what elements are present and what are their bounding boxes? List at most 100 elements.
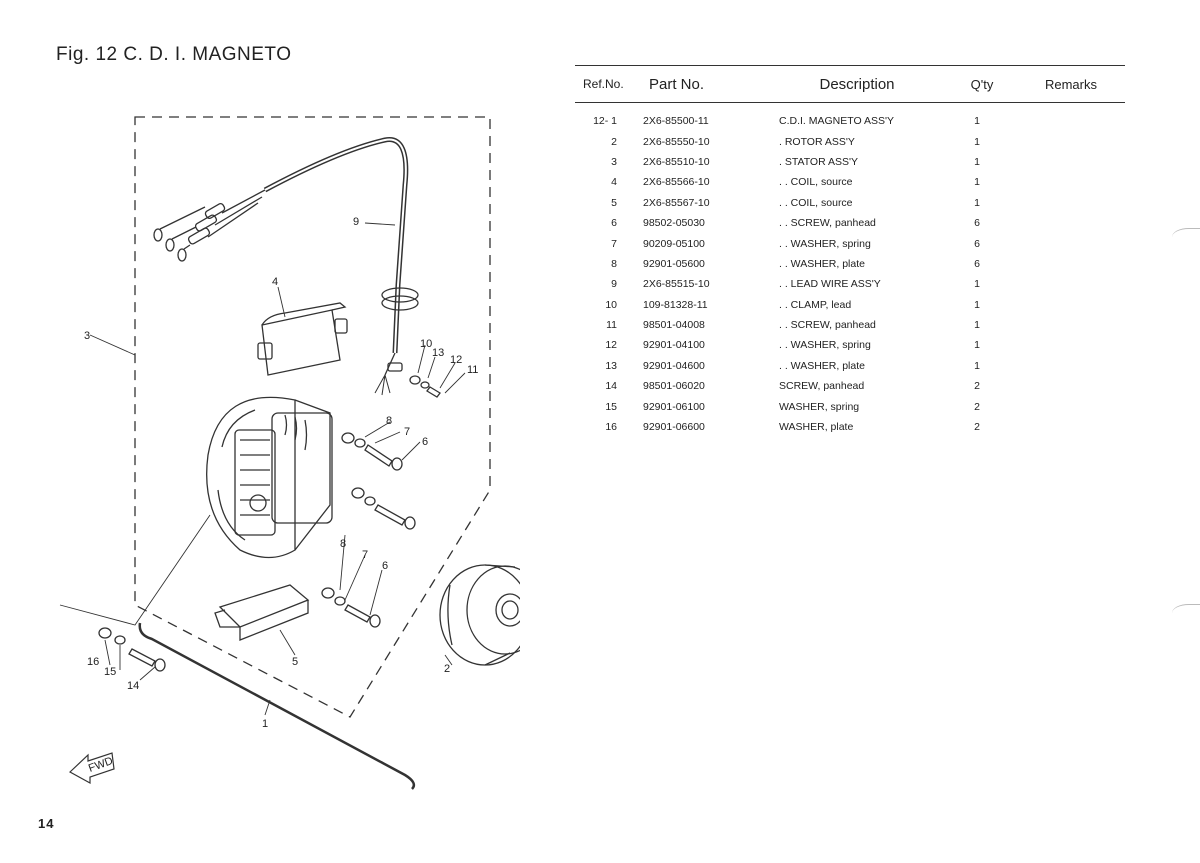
callout: 16 bbox=[87, 656, 99, 668]
callout: 10 bbox=[420, 338, 432, 350]
callout: 2 bbox=[444, 663, 450, 675]
ref-no-cell: 5 bbox=[611, 196, 617, 209]
page-number: 14 bbox=[38, 816, 55, 831]
callout: 13 bbox=[432, 347, 444, 359]
ref-no-cell: 15 bbox=[605, 400, 617, 413]
part-no-cell: 98501-06020 bbox=[643, 380, 705, 393]
callout: 1 bbox=[262, 718, 268, 730]
ref-no-cell: 4 bbox=[611, 176, 617, 189]
figure-title: Fig. 12 C. D. I. MAGNETO bbox=[56, 44, 292, 65]
part-no-cell: 92901-04100 bbox=[643, 339, 705, 352]
header-ref-no: Ref.No. bbox=[575, 65, 629, 103]
remarks-cell bbox=[1017, 131, 1125, 151]
source-coil-upper bbox=[261, 309, 341, 376]
description-cell: . . SCREW, panhead bbox=[779, 319, 876, 332]
description-cell: . . COIL, source bbox=[779, 176, 853, 189]
qty-cell: 6 bbox=[974, 257, 980, 270]
screw-group-middle bbox=[351, 487, 416, 530]
description-cell: . . WASHER, spring bbox=[779, 237, 871, 250]
ref-no-cell: 6 bbox=[611, 217, 617, 230]
callout: 8 bbox=[386, 415, 392, 427]
header-description: Description bbox=[767, 65, 947, 103]
description-cell: . STATOR ASS'Y bbox=[779, 155, 859, 168]
qty-cell: 1 bbox=[974, 135, 980, 148]
qty-cell: 6 bbox=[974, 237, 980, 250]
connector-plugs bbox=[153, 189, 266, 262]
remarks-cell bbox=[1017, 152, 1125, 172]
callout: 7 bbox=[404, 426, 410, 438]
description-cell: . . SCREW, panhead bbox=[779, 217, 876, 230]
callout: 3 bbox=[84, 330, 90, 342]
remarks-cell bbox=[1017, 315, 1125, 335]
ref-no-cell: 14 bbox=[605, 380, 617, 393]
description-cell: . ROTOR ASS'Y bbox=[779, 135, 855, 148]
header-part-no: Part No. bbox=[629, 65, 767, 103]
part-no-cell: 109-81328-11 bbox=[643, 298, 708, 311]
remarks-cell bbox=[1017, 193, 1125, 213]
callout: 5 bbox=[292, 656, 298, 668]
callout: 9 bbox=[353, 216, 359, 228]
qty-cell: 1 bbox=[974, 359, 980, 372]
part-no-cell: 2X6-85566-10 bbox=[643, 176, 710, 189]
callout: 6 bbox=[382, 560, 388, 572]
screw-group-outer bbox=[98, 627, 166, 672]
callout: 15 bbox=[104, 666, 116, 678]
part-no-cell: 92901-06100 bbox=[643, 400, 705, 413]
table-header-row: Ref.No. Part No. Description Q'ty Remark… bbox=[575, 65, 1125, 103]
screw-group-lower bbox=[321, 587, 381, 628]
header-qty: Q'ty bbox=[947, 65, 1017, 103]
parts-list-table: Ref.No. Part No. Description Q'ty Remark… bbox=[575, 65, 1125, 437]
stator-coil bbox=[234, 429, 276, 536]
qty-cell: 1 bbox=[974, 298, 980, 311]
part-no-cell: 92901-04600 bbox=[643, 359, 705, 372]
ref-no-cell: 8 bbox=[611, 257, 617, 270]
part-no-cell: 2X6-85500-11 bbox=[643, 115, 709, 128]
ref-no-cell: 11 bbox=[606, 319, 617, 332]
qty-cell: 1 bbox=[974, 319, 980, 332]
header-remarks: Remarks bbox=[1017, 65, 1125, 103]
grommet bbox=[381, 287, 419, 303]
ref-no-cell: 9 bbox=[611, 278, 617, 291]
rotor bbox=[439, 564, 520, 666]
callout: 4 bbox=[272, 276, 278, 288]
ref-no-cell: 12 bbox=[605, 339, 617, 352]
description-cell: SCREW, panhead bbox=[779, 380, 865, 393]
part-no-cell: 2X6-85567-10 bbox=[643, 196, 710, 209]
part-no-cell: 2X6-85515-10 bbox=[643, 278, 710, 291]
ref-no-cell: 16 bbox=[605, 421, 617, 434]
qty-cell: 1 bbox=[974, 115, 980, 128]
magneto-illustration: FWD 1 2 3 4 5 6 7 8 9 10 11 12 13 14 15 … bbox=[59, 116, 520, 790]
exploded-parts-diagram: FWD 1 2 3 4 5 6 7 8 9 10 11 12 13 14 15 … bbox=[40, 95, 520, 795]
ref-no-cell: 12- 1 bbox=[593, 115, 617, 128]
remarks-cell bbox=[1017, 254, 1125, 274]
qty-cell: 6 bbox=[974, 217, 980, 230]
remarks-cell bbox=[1017, 295, 1125, 315]
qty-cell: 1 bbox=[974, 196, 980, 209]
remarks-cell bbox=[1017, 376, 1125, 396]
part-no-cell: 92901-06600 bbox=[643, 421, 705, 434]
callout: 14 bbox=[127, 680, 139, 692]
part-no-cell: 2X6-85550-10 bbox=[643, 135, 710, 148]
callout: 6 bbox=[422, 436, 428, 448]
remarks-cell bbox=[1017, 396, 1125, 416]
ref-no-cell: 13 bbox=[605, 359, 617, 372]
remarks-cell bbox=[1017, 213, 1125, 233]
description-cell: . . CLAMP, lead bbox=[779, 298, 852, 311]
ref-no-cell: 7 bbox=[611, 237, 617, 250]
callout: 8 bbox=[340, 538, 346, 550]
part-no-cell: 92901-05600 bbox=[643, 257, 705, 270]
remarks-cell bbox=[1017, 274, 1125, 294]
description-cell: . . WASHER, spring bbox=[779, 339, 871, 352]
callout: 11 bbox=[467, 364, 478, 376]
